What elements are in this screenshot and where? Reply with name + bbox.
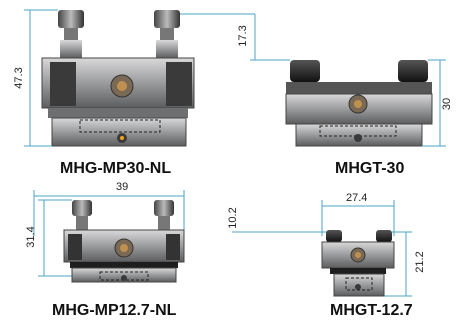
product-label-mhgt127: MHGT-12.7: [330, 302, 413, 319]
product-label-mhgmp30: MHG-MP30-NL: [60, 160, 172, 177]
adjust-screw-right: [376, 230, 392, 242]
adjust-screw-left: [72, 200, 92, 216]
adjust-screw-right: [398, 60, 428, 82]
dim-mhgt30-height: 30: [441, 97, 453, 111]
mhgt127-drawing: [232, 200, 412, 297]
adjust-screw-left: [326, 230, 342, 242]
dim-mhgt127-offset: 10.2: [227, 207, 239, 229]
adjust-screw-right: [154, 10, 180, 28]
dim-mhgmp127-width: 39: [116, 181, 129, 193]
adjust-screw-left: [58, 10, 84, 28]
mhgmp30-drawing: [24, 9, 255, 147]
dim-mhgmp127-height: 31.4: [25, 226, 37, 248]
dim-mhgt127-height: 21.2: [414, 251, 426, 273]
dim-mhgmp30-height: 47.3: [13, 67, 25, 89]
dim-mhgt30-offset: 17.3: [237, 25, 249, 47]
product-label-mhgt30: MHGT-30: [335, 160, 405, 177]
product-label-mhgmp127: MHG-MP12.7-NL: [52, 302, 177, 319]
mhgt30-drawing: [250, 14, 446, 147]
dim-mhgt127-width: 27.4: [346, 192, 368, 204]
adjust-screw-right: [154, 200, 174, 216]
mhgmp127-drawing: [33, 190, 185, 283]
adjust-screw-left: [290, 60, 320, 82]
